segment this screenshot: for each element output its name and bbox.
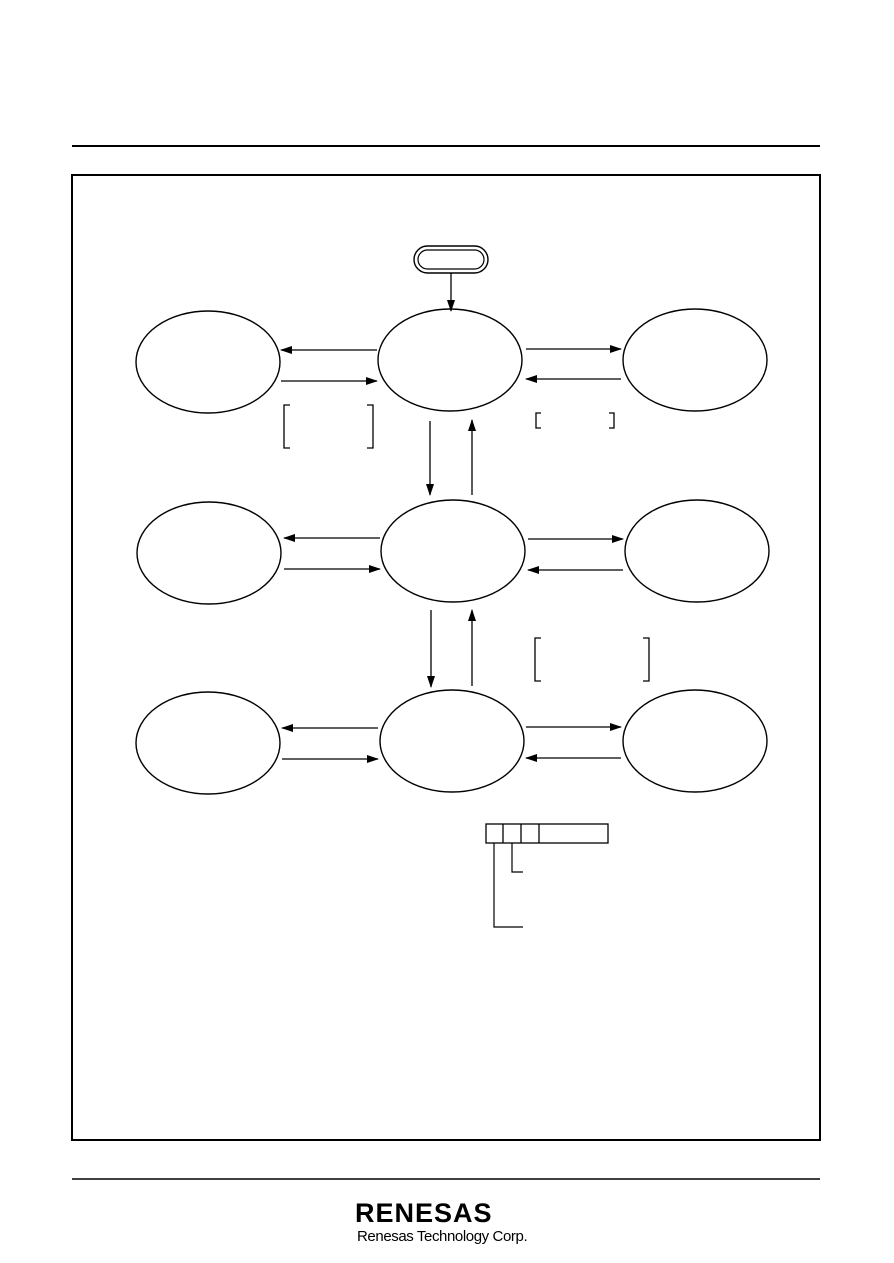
start-terminal-inner [417, 249, 485, 270]
figure-frame [71, 174, 821, 1141]
bit-field-register [485, 823, 609, 844]
state-row3-center [379, 689, 525, 793]
state-row2-left [136, 501, 282, 605]
bracket-r2-right-open [534, 637, 541, 682]
state-row2-right [624, 499, 770, 603]
bracket-r1-left-open [283, 404, 290, 449]
bit-field-leader-bit0 [493, 843, 523, 928]
state-row1-left [135, 310, 281, 414]
bracket-r1-left-close [367, 404, 374, 449]
logo-company-text: Renesas Technology Corp. [357, 1228, 528, 1245]
bit-field-leader-bit1 [511, 843, 523, 873]
bracket-r2-right-close [643, 637, 650, 682]
state-row1-center [377, 308, 523, 412]
bracket-r1-right-open [535, 412, 541, 429]
renesas-logo: RENESAS Renesas Technology Corp. [355, 1198, 555, 1250]
state-row1-right [622, 308, 768, 412]
state-row3-left [135, 691, 281, 795]
bracket-r1-right-close [609, 412, 615, 429]
logo-brand-text: RENESAS [355, 1198, 493, 1228]
state-row3-right [622, 689, 768, 793]
state-row2-center [380, 499, 526, 603]
